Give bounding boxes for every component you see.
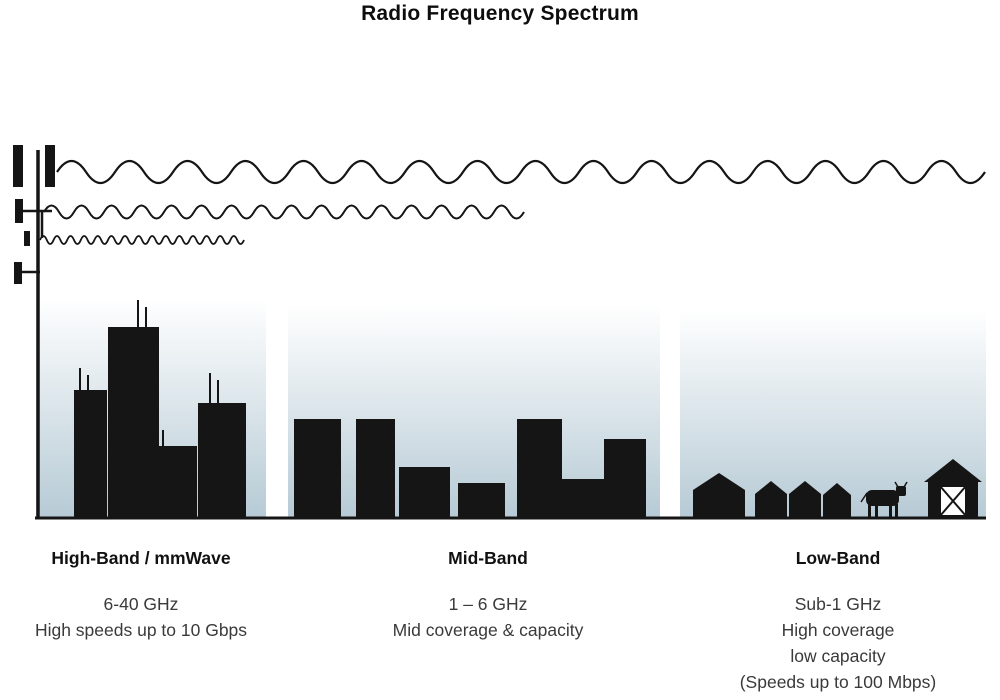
tower-antenna-panel	[13, 145, 23, 187]
cow-leg	[895, 504, 898, 518]
cow-icon	[860, 481, 908, 518]
band-name-low: Low-Band	[795, 548, 881, 568]
cow-horn	[894, 481, 899, 488]
band-frequency-high: 6-40 GHz	[103, 594, 179, 614]
band-frequency-low: Sub-1 GHz	[794, 594, 882, 614]
house-silhouette	[755, 481, 787, 518]
mid-band-skyline-icon	[294, 419, 646, 518]
band-desc-low-1: High coverage	[781, 620, 895, 640]
medium-wavelength-wave-icon	[43, 204, 525, 220]
band-label-low: Low-Band Sub-1 GHz High coverage low cap…	[688, 548, 988, 695]
cow-head	[896, 486, 906, 496]
cow-leg	[868, 504, 871, 518]
tower-antenna-panel	[24, 231, 30, 246]
cell-tower-icon	[13, 145, 55, 518]
barn-door-cross	[939, 485, 967, 517]
long-wavelength-wave-icon	[56, 159, 986, 185]
tower-antenna-panel	[45, 145, 55, 187]
house-silhouette	[789, 481, 821, 518]
building-silhouette	[458, 483, 505, 518]
building-silhouette	[517, 419, 562, 518]
building-silhouette	[74, 390, 107, 518]
cow-body	[866, 490, 899, 506]
band-label-high: High-Band / mmWave 6-40 GHz High speeds …	[0, 548, 282, 643]
building-silhouette	[159, 446, 197, 518]
cow-leg	[875, 504, 878, 518]
building-silhouette	[604, 439, 646, 518]
house-silhouette	[823, 483, 851, 518]
high-band-skyline-icon	[74, 300, 246, 518]
building-silhouette	[562, 479, 604, 518]
building-silhouette	[198, 403, 246, 518]
band-desc-mid: Mid coverage & capacity	[392, 620, 584, 640]
cow-tail	[860, 492, 868, 503]
building-silhouette	[399, 467, 450, 518]
band-desc-high: High speeds up to 10 Gbps	[34, 620, 248, 640]
band-desc-low-2: low capacity	[790, 646, 886, 666]
barn-icon	[924, 459, 982, 518]
building-silhouette	[294, 419, 341, 518]
cow-horn	[903, 481, 908, 488]
low-band-houses-icon	[693, 473, 851, 518]
band-name-mid: Mid-Band	[448, 548, 528, 568]
band-label-mid: Mid-Band 1 – 6 GHz Mid coverage & capaci…	[338, 548, 638, 643]
cow-leg	[889, 504, 892, 518]
band-frequency-mid: 1 – 6 GHz	[448, 594, 528, 614]
building-silhouette	[356, 419, 395, 518]
barn-roof	[924, 459, 982, 482]
building-silhouette	[108, 327, 159, 518]
short-wavelength-wave-icon	[39, 235, 245, 245]
band-name-high: High-Band / mmWave	[51, 548, 231, 568]
band-desc-low-3: (Speeds up to 100 Mbps)	[739, 672, 937, 692]
diagram-title: Radio Frequency Spectrum	[361, 2, 639, 25]
house-silhouette	[693, 473, 745, 518]
